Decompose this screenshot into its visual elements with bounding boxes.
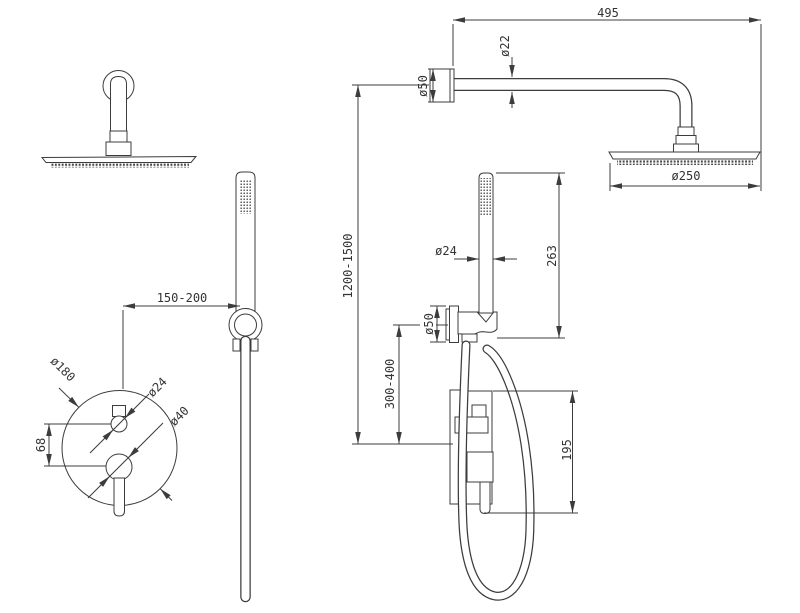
mixer-valve-front-view xyxy=(61,390,178,517)
head-connector-ring2 xyxy=(675,135,697,145)
diverter-stem xyxy=(112,405,126,417)
overhead-shower-front-view xyxy=(40,70,198,168)
dim-arrow xyxy=(102,429,114,441)
handle-lever-side xyxy=(479,481,491,515)
dim-flange-diameter-label: ø50 xyxy=(416,75,430,97)
holder-ring-inner xyxy=(234,313,257,337)
wand-tip xyxy=(476,312,495,323)
dim-arrow xyxy=(99,476,110,487)
holder-tab-left xyxy=(232,338,241,352)
dim-install-height-label: 1200-1500 xyxy=(341,233,355,298)
hose-loop-fill xyxy=(458,341,534,600)
dim-holder-diameter-label: ø50 xyxy=(422,313,436,335)
diverter-knob-side xyxy=(471,404,487,419)
dim-holder-offset-label: 150-200 xyxy=(157,291,208,305)
rain-head-disc xyxy=(608,151,761,160)
handle-block-side xyxy=(466,451,494,483)
dim-line-valve-dia-upper xyxy=(58,387,80,408)
dim-valve-height-label: 195 xyxy=(560,439,574,461)
handle-lever xyxy=(113,477,125,517)
dim-line-valve-dia-lower xyxy=(159,488,173,501)
spray-face xyxy=(239,179,252,214)
dim-wand-length-label: 263 xyxy=(545,245,559,267)
dim-holder-to-valve-label: 300-400 xyxy=(383,359,397,410)
holder-bracket-tab xyxy=(461,333,478,343)
shower-head-disc xyxy=(40,155,198,163)
handheld-shower-view xyxy=(228,171,263,603)
shower-system-side-view xyxy=(429,68,761,601)
dim-control-spacing-label: 68 xyxy=(34,438,48,452)
shower-arm-front xyxy=(110,75,127,132)
shower-arm-outline xyxy=(454,78,693,128)
dim-arrow xyxy=(124,407,136,419)
nozzle-row xyxy=(50,162,189,168)
dimension-annotations: 495 ø22 ø50 1200-1500 ø250 263 ø24 ø50 xyxy=(34,6,762,514)
dim-arm-diameter-label: ø22 xyxy=(498,35,512,57)
dim-arrow xyxy=(128,447,139,458)
head-connector-ring xyxy=(677,126,695,136)
spray-face-side xyxy=(480,178,492,215)
arm-nut xyxy=(105,141,132,156)
dim-line-diverter xyxy=(89,393,150,454)
dim-wand-diameter-label: ø24 xyxy=(435,244,457,258)
dim-valve-diameter-label: ø180 xyxy=(48,354,78,384)
dim-diverter-diameter-label: ø24 xyxy=(145,375,170,400)
dim-head-diameter-label: ø250 xyxy=(672,169,701,183)
rain-head-nozzles xyxy=(617,159,753,165)
arm-connector xyxy=(109,130,128,143)
holder-escutcheon xyxy=(449,305,459,343)
holder-tab-right xyxy=(250,338,259,352)
dim-arm-length-label: 495 xyxy=(597,6,619,20)
shower-arm-fill xyxy=(454,79,692,128)
